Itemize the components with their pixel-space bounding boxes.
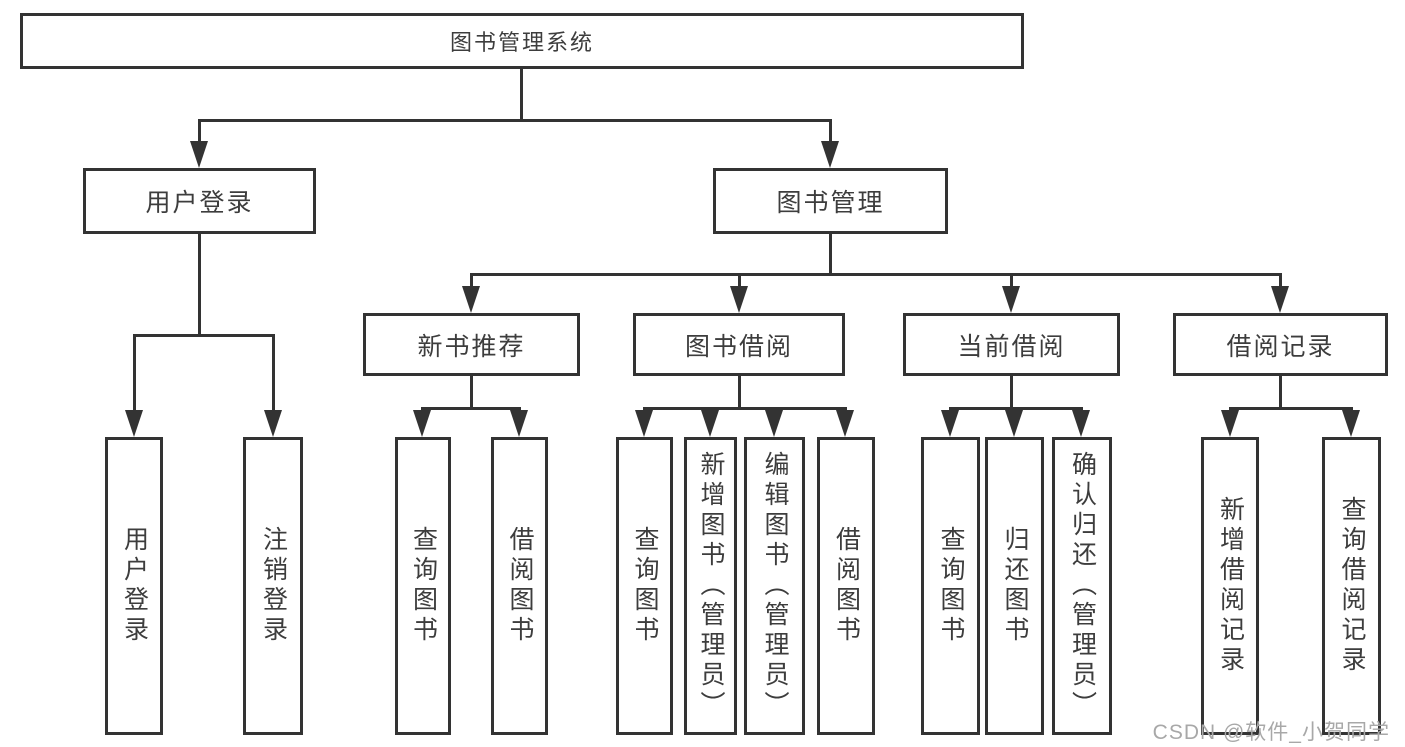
arrow-down-icon xyxy=(701,410,719,437)
connector-line xyxy=(470,273,473,290)
leaf-query-borrow-record: 查询借阅记录 xyxy=(1322,437,1381,735)
node-label: 图书管理系统 xyxy=(449,30,594,55)
leaf-label: 编辑图书（管理员） xyxy=(761,451,789,721)
leaf-logout: 注销登录 xyxy=(243,437,303,735)
arrow-down-icon xyxy=(413,410,431,437)
leaf-label: 借阅图书 xyxy=(506,526,534,646)
leaf-query-books-current: 查询图书 xyxy=(921,437,980,735)
arrow-down-icon xyxy=(1005,410,1023,437)
arrow-down-icon xyxy=(1271,286,1289,313)
connector-line xyxy=(738,273,741,290)
connector-line xyxy=(421,407,521,410)
node-label: 图书管理 xyxy=(776,189,885,217)
connector-line xyxy=(1279,273,1282,290)
arrow-down-icon xyxy=(1342,410,1360,437)
arrow-down-icon xyxy=(765,410,783,437)
connector-line xyxy=(198,119,201,149)
node-book-management: 图书管理 xyxy=(713,168,948,234)
connector-line xyxy=(470,376,473,410)
arrow-down-icon xyxy=(264,410,282,437)
leaf-label: 查询借阅记录 xyxy=(1338,496,1366,676)
csdn-watermark: CSDN @软件_小贺同学 xyxy=(1152,721,1390,744)
arrow-down-icon xyxy=(462,286,480,313)
arrow-down-icon xyxy=(510,410,528,437)
arrow-down-icon xyxy=(941,410,959,437)
connector-line xyxy=(133,334,136,414)
arrow-down-icon xyxy=(836,410,854,437)
node-label: 用户登录 xyxy=(145,189,254,217)
connector-line xyxy=(643,407,847,410)
arrow-down-icon xyxy=(1072,410,1090,437)
connector-line xyxy=(949,407,1083,410)
connector-line xyxy=(198,233,201,337)
connector-line xyxy=(133,334,275,337)
connector-line xyxy=(1279,374,1282,410)
connector-line xyxy=(829,233,832,276)
leaf-add-borrow-record: 新增借阅记录 xyxy=(1201,437,1259,735)
node-library-management-system: 图书管理系统 xyxy=(20,13,1024,69)
leaf-query-books-borrowing: 查询图书 xyxy=(616,437,673,735)
leaf-label: 用户登录 xyxy=(120,526,149,646)
arrow-down-icon xyxy=(1221,410,1239,437)
arrow-down-icon xyxy=(1002,286,1020,313)
connector-line xyxy=(272,334,275,414)
node-current-borrowing: 当前借阅 xyxy=(903,313,1120,376)
node-book-borrowing: 图书借阅 xyxy=(633,313,845,376)
leaf-confirm-return-admin: 确认归还（管理员） xyxy=(1052,437,1112,735)
node-label: 借阅记录 xyxy=(1226,332,1335,361)
arrow-down-icon xyxy=(730,286,748,313)
leaf-label: 查询图书 xyxy=(631,526,659,646)
node-label: 新书推荐 xyxy=(417,332,526,361)
connector-line xyxy=(829,119,832,149)
leaf-return-book: 归还图书 xyxy=(985,437,1044,735)
connector-line xyxy=(470,273,1282,276)
leaf-label: 新增借阅记录 xyxy=(1216,496,1245,676)
connector-line xyxy=(1229,407,1353,410)
arrow-down-icon xyxy=(821,141,839,168)
leaf-edit-book-admin: 编辑图书（管理员） xyxy=(744,437,805,735)
leaf-user-login: 用户登录 xyxy=(105,437,163,735)
arrow-down-icon xyxy=(190,141,208,168)
connector-line xyxy=(1010,376,1013,410)
leaf-borrow-books-recommend: 借阅图书 xyxy=(491,437,548,735)
connector-line xyxy=(198,119,832,122)
leaf-borrow-books: 借阅图书 xyxy=(817,437,875,735)
leaf-add-book-admin: 新增图书（管理员） xyxy=(684,437,737,735)
leaf-query-books-recommend: 查询图书 xyxy=(395,437,451,735)
arrow-down-icon xyxy=(125,410,143,437)
node-borrow-records: 借阅记录 xyxy=(1173,313,1388,376)
leaf-label: 新增图书（管理员） xyxy=(697,451,725,721)
node-label: 当前借阅 xyxy=(957,332,1066,361)
leaf-label: 确认归还（管理员） xyxy=(1068,451,1097,721)
connector-line xyxy=(1010,273,1013,290)
leaf-label: 查询图书 xyxy=(409,526,438,646)
leaf-label: 注销登录 xyxy=(259,526,288,646)
connector-line xyxy=(520,69,523,122)
leaf-label: 查询图书 xyxy=(937,526,965,646)
arrow-down-icon xyxy=(635,410,653,437)
node-label: 图书借阅 xyxy=(684,332,793,361)
node-new-book-recommend: 新书推荐 xyxy=(363,313,580,376)
connector-line xyxy=(738,376,741,410)
leaf-label: 借阅图书 xyxy=(832,526,861,646)
leaf-label: 归还图书 xyxy=(1001,526,1029,646)
node-user-login: 用户登录 xyxy=(83,168,316,234)
